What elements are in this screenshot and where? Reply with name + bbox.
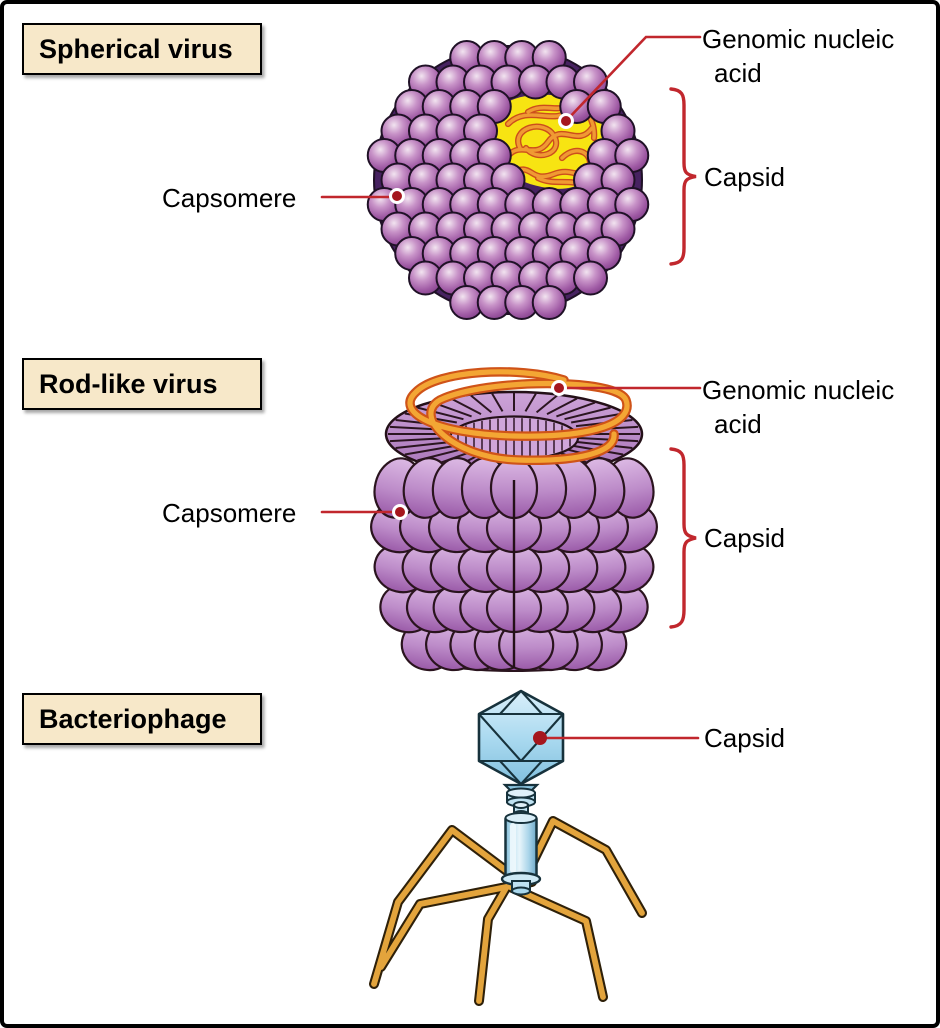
capsid-brace-rod: [669, 447, 697, 629]
capsomere-dot-spherical: [389, 188, 405, 204]
rod-genomic-coil: [405, 367, 632, 466]
genomic-dot-spherical: [558, 113, 574, 129]
genomic-leader-spherical: [564, 35, 702, 123]
genomic-label-line2: acid: [714, 58, 762, 88]
capsomere-label-rod: Capsomere: [162, 498, 297, 528]
annotations: [320, 35, 702, 745]
spherical-virus-illustration: [366, 40, 650, 320]
capsid-brace-spherical: [669, 87, 697, 266]
section-title-spherical: Spherical virus: [22, 23, 262, 75]
section-title-text: Rod-like virus: [39, 368, 218, 399]
tail-fibers: [369, 816, 647, 1006]
bacteriophage-illustration: [369, 689, 647, 1006]
capsomere-dot-rod: [392, 504, 408, 520]
section-title-text: Bacteriophage: [39, 703, 227, 734]
capsid-label-rod: Capsid: [704, 523, 785, 553]
capsid-label-phage: Capsid: [704, 723, 785, 753]
genomic-label-line2: acid: [714, 409, 762, 439]
capsomere-spheres: [366, 40, 650, 320]
genomic-label-line1: Genomic nucleic: [702, 24, 895, 54]
tail-assembly: [500, 783, 542, 896]
section-title-rodlike: Rod-like virus: [22, 358, 262, 410]
capsid-label-spherical: Capsid: [704, 162, 785, 192]
genomic-dot-rod: [551, 380, 567, 396]
genomic-label-line1: Genomic nucleic: [702, 375, 895, 405]
genomic-label-spherical: Genomic nucleic acid: [702, 22, 894, 90]
capsomere-label-spherical: Capsomere: [162, 183, 297, 213]
genomic-label-rod: Genomic nucleic acid: [702, 373, 894, 441]
capsid-dot-phage: [533, 731, 547, 745]
rod-like-virus-illustration: [370, 367, 658, 672]
section-title-text: Spherical virus: [39, 33, 233, 64]
section-title-bacteriophage: Bacteriophage: [22, 693, 262, 745]
